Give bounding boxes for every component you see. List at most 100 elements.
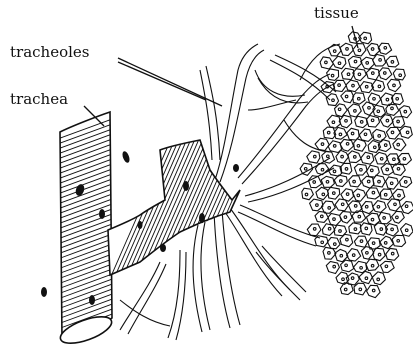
cell-nucleus: [304, 168, 307, 171]
tracheoles: [120, 44, 340, 340]
tissue-cell: [353, 69, 366, 81]
cell-nucleus: [380, 228, 383, 231]
cell-nucleus: [386, 98, 389, 101]
cell-nucleus: [405, 229, 408, 232]
cell-nucleus: [377, 110, 380, 113]
cell-nucleus: [397, 143, 400, 146]
tissue-cell: [381, 164, 393, 176]
tissue-cells: [300, 32, 413, 298]
cell-nucleus: [327, 155, 330, 158]
cell-nucleus: [346, 143, 349, 146]
tissue-cell: [328, 187, 340, 199]
cell-nucleus: [333, 218, 336, 221]
cell-nucleus: [333, 145, 336, 148]
tracheoles-pointer-2: [118, 62, 206, 100]
cell-nucleus: [372, 289, 375, 292]
cell-nucleus: [379, 59, 382, 62]
cell-nucleus: [404, 181, 407, 184]
cell-nucleus: [391, 107, 394, 110]
tracheoles-pointer: [118, 58, 222, 106]
cell-nucleus: [374, 146, 377, 149]
tissue-cell: [353, 44, 366, 56]
cell-nucleus: [384, 47, 387, 50]
cell-nucleus: [358, 97, 361, 100]
cell-nucleus: [365, 85, 368, 88]
cell-nucleus: [378, 253, 381, 256]
tissue-cell: [373, 248, 385, 261]
cell-nucleus: [345, 264, 348, 267]
tissue-cell: [401, 224, 413, 237]
tissue-cell: [361, 57, 375, 69]
cell-nucleus: [354, 205, 357, 208]
trachea-tubes: [41, 112, 331, 355]
tissue-cell: [334, 175, 347, 186]
cell-nucleus: [391, 131, 394, 134]
cell-nucleus: [354, 228, 357, 231]
cell-nucleus: [328, 252, 331, 255]
tissue-cell: [342, 68, 355, 79]
cell-nucleus: [394, 203, 397, 206]
cell-nucleus: [403, 158, 406, 161]
tissue-cell: [386, 56, 399, 67]
taenidium-ring: [261, 130, 331, 290]
cell-nucleus: [339, 230, 342, 233]
cell-nucleus: [371, 218, 374, 221]
cell-nucleus: [384, 193, 387, 196]
cell-nucleus: [346, 238, 349, 241]
tissue-cell: [360, 223, 372, 235]
cell-nucleus: [384, 242, 387, 245]
tissue-cell: [386, 177, 399, 189]
cell-nucleus: [328, 227, 331, 230]
cell-nucleus: [377, 206, 380, 209]
cell-nucleus: [393, 84, 396, 87]
cell-nucleus: [380, 158, 383, 161]
tissue-cell: [328, 141, 341, 153]
cell-nucleus: [354, 60, 357, 63]
cell-nucleus: [404, 110, 407, 113]
cell-nucleus: [397, 168, 400, 171]
cell-nucleus: [345, 95, 348, 98]
tissue-cell: [310, 199, 323, 211]
tissue-cell: [348, 104, 362, 117]
cell-nucleus: [366, 62, 369, 65]
tissue-cell: [360, 82, 374, 93]
cell-nucleus: [372, 191, 375, 194]
cell-nucleus: [360, 267, 363, 270]
label-pointers: [84, 26, 358, 126]
cell-nucleus: [391, 228, 394, 231]
cell-nucleus: [321, 241, 324, 244]
cell-nucleus: [360, 240, 363, 243]
cell-nucleus: [378, 135, 381, 138]
cell-nucleus: [364, 37, 367, 40]
cell-nucleus: [396, 216, 399, 219]
tissue-cell: [373, 175, 385, 187]
cell-nucleus: [351, 277, 354, 280]
cell-nucleus: [405, 205, 408, 208]
cell-nucleus: [326, 181, 329, 184]
tissue-cell: [392, 235, 406, 246]
tissue-cell: [354, 283, 367, 295]
tissue-cell: [400, 176, 412, 187]
tissue-cell: [315, 138, 329, 150]
cell-nucleus: [344, 288, 347, 291]
taenidium-ring: [225, 130, 295, 290]
cell-nucleus: [377, 278, 380, 281]
tissue-cell: [381, 93, 393, 106]
taenidium-ring: [237, 130, 307, 290]
tissue-cell: [354, 164, 367, 175]
cell-nucleus: [396, 98, 399, 101]
label-tissue: tissue: [314, 6, 359, 21]
cell-nucleus: [340, 180, 343, 183]
cell-nucleus: [344, 216, 347, 219]
cell-nucleus: [386, 168, 389, 171]
cell-nucleus: [360, 169, 363, 172]
cell-nucleus: [316, 204, 319, 207]
cell-nucleus: [357, 145, 360, 148]
cell-nucleus: [358, 73, 361, 76]
cell-nucleus: [338, 108, 341, 111]
cell-nucleus: [313, 228, 316, 231]
cell-nucleus: [371, 48, 374, 51]
cell-nucleus: [342, 278, 345, 281]
cell-nucleus: [371, 119, 374, 122]
